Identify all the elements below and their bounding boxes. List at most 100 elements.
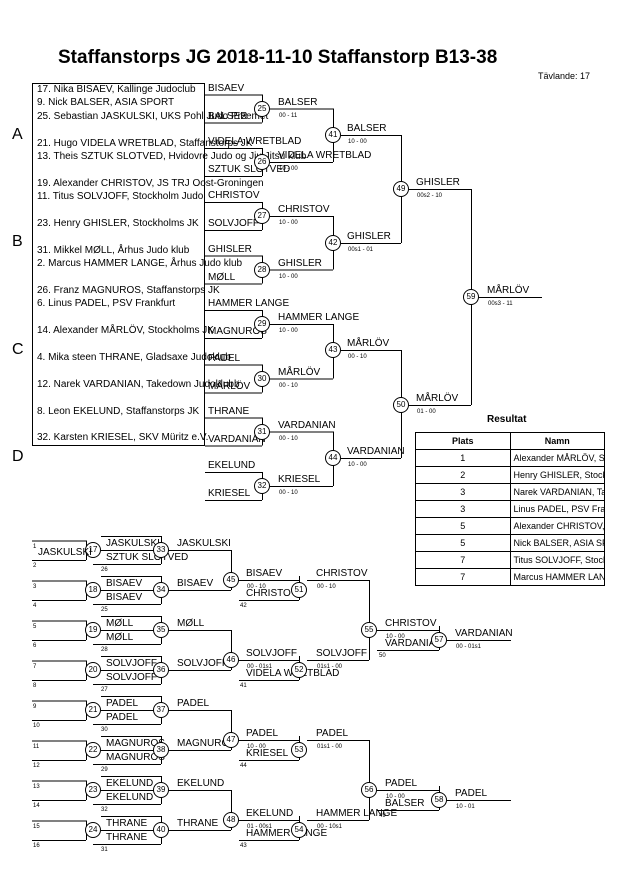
- bracket-name: JASKULSKI: [177, 538, 231, 549]
- bracket-name: BISAEV: [106, 592, 143, 603]
- slot-number: 9: [33, 703, 37, 710]
- result-place: 2: [415, 466, 511, 484]
- match-score: 00s3 - 11: [488, 301, 513, 307]
- bracket-name: SOLVJOFF: [106, 658, 157, 669]
- match-number: 35: [153, 622, 169, 638]
- bracket-name: BISAEV: [246, 568, 283, 579]
- match-number: 31: [254, 423, 270, 440]
- source-ref: 42: [240, 603, 247, 609]
- match-number: 21: [85, 702, 101, 718]
- source-ref: 29: [101, 767, 108, 773]
- entry-row: 32. Karsten KRIESEL, SKV Müritz e.V.: [37, 432, 209, 443]
- bracket-name: GHISLER: [278, 257, 322, 269]
- match-number: 52: [291, 662, 307, 678]
- bracket-name: VARDANIAN: [347, 446, 405, 457]
- match-number: 41: [325, 127, 341, 143]
- match-number: 18: [85, 582, 101, 598]
- bronze-winner: VARDANIAN: [455, 628, 513, 639]
- match-number: 38: [153, 742, 169, 758]
- bracket-name: VARDANIAN: [385, 638, 443, 649]
- source-ref: 43: [240, 843, 247, 849]
- slot-number: 12: [33, 763, 40, 769]
- match-number: 53: [291, 742, 307, 758]
- bracket-name: MÅRLÖV: [347, 338, 390, 349]
- match-score: 00s2 - 10: [417, 193, 443, 199]
- slot-number: 5: [33, 623, 37, 630]
- bracket-name: HAMMER LANGE: [316, 808, 398, 819]
- match-number: 58: [431, 792, 447, 808]
- bracket-name: KRIESEL: [278, 474, 321, 485]
- bracket-name: EKELUND: [246, 808, 294, 819]
- match-score: 00 - 10: [317, 584, 336, 590]
- slot-number: 6: [33, 643, 37, 649]
- bracket-name: VARDANIAN: [208, 433, 266, 445]
- bracket-name: BALSER: [385, 798, 425, 809]
- bracket-name: MAGNUROS: [106, 752, 165, 763]
- bracket-name: MÅRLÖV: [416, 393, 459, 404]
- bracket-name: BALSER: [278, 96, 318, 108]
- match-number: 42: [325, 235, 341, 251]
- match-number: 57: [431, 632, 447, 648]
- bracket-name: CHRISTOV: [278, 204, 330, 215]
- match-number: 30: [254, 370, 270, 387]
- bracket-name: THRANE: [106, 818, 148, 829]
- bracket-name: GHISLER: [347, 231, 391, 242]
- match-number: 26: [254, 154, 270, 170]
- bracket-name: EKELUND: [106, 792, 154, 803]
- match-number: 25: [254, 100, 270, 117]
- entry-row: 25. Sebastian JASKULSKI, UKS Pohl Judo P…: [37, 111, 269, 122]
- pool-label: B: [12, 233, 23, 250]
- bracket-name: MØLL: [208, 271, 236, 283]
- result-place: 5: [415, 517, 511, 535]
- entry-row: 4. Mika steen THRANE, Gladsaxe Judoklub: [37, 352, 231, 363]
- bracket-name: MAGNUROS: [208, 326, 267, 337]
- match-score: 00s1 - 01: [348, 247, 374, 253]
- match-score: 01s1 - 00: [317, 664, 343, 670]
- match-score: 10 - 00: [247, 744, 266, 750]
- pool-label: D: [12, 448, 24, 465]
- match-number: 48: [223, 812, 239, 828]
- bracket-name: PADEL: [177, 698, 210, 709]
- result-place: 5: [415, 534, 511, 552]
- match-number: 55: [361, 622, 377, 638]
- match-score: 00 - 10: [279, 382, 298, 389]
- entry-row: 26. Franz MAGNUROS, Staffanstorps JK: [37, 285, 220, 296]
- participant-count: Tävlande: 17: [538, 71, 591, 81]
- match-score: 00 - 01s1: [456, 644, 482, 650]
- bracket-name: SOLVJOFF: [316, 648, 367, 659]
- bracket-name: MÅRLÖV: [278, 366, 321, 378]
- source-ref: 27: [101, 687, 108, 693]
- bracket-name: CHRISTOV: [246, 588, 298, 599]
- match-score: 00 - 10: [348, 354, 367, 360]
- match-number: 59: [463, 289, 479, 305]
- match-number: 27: [254, 208, 270, 224]
- slot-number: 15: [33, 823, 40, 830]
- source-ref: 41: [240, 683, 247, 689]
- bracket-name: MØLL: [177, 618, 205, 629]
- entry-row: 12. Narek VARDANIAN, Takedown Judoklubb: [37, 379, 240, 390]
- results-header-row: Plats Namn: [415, 432, 605, 450]
- bracket-name: PADEL: [106, 712, 139, 723]
- match-score: 10 - 00: [348, 462, 367, 468]
- bracket-name: PADEL: [385, 778, 418, 789]
- match-number: 50: [393, 397, 409, 413]
- entry-row: 8. Leon EKELUND, Staffanstorps JK: [37, 406, 200, 417]
- match-number: 37: [153, 702, 169, 718]
- bracket-name: MØLL: [106, 632, 134, 643]
- bracket-name: GHISLER: [416, 177, 460, 188]
- match-number: 29: [254, 316, 270, 332]
- result-name: Nick BALSER, ASIA SPORT: [509, 534, 605, 552]
- match-number: 56: [361, 782, 377, 798]
- slot-number: 7: [33, 663, 37, 670]
- bracket-name: MAGNUROS: [106, 738, 165, 749]
- results-title: Resultat: [487, 414, 527, 425]
- entry-row: 9. Nick BALSER, ASIA SPORT: [37, 97, 175, 108]
- match-score: 01s1 - 00: [317, 744, 343, 750]
- match-number: 44: [325, 450, 341, 466]
- bracket-name: HAMMER LANGE: [246, 828, 328, 839]
